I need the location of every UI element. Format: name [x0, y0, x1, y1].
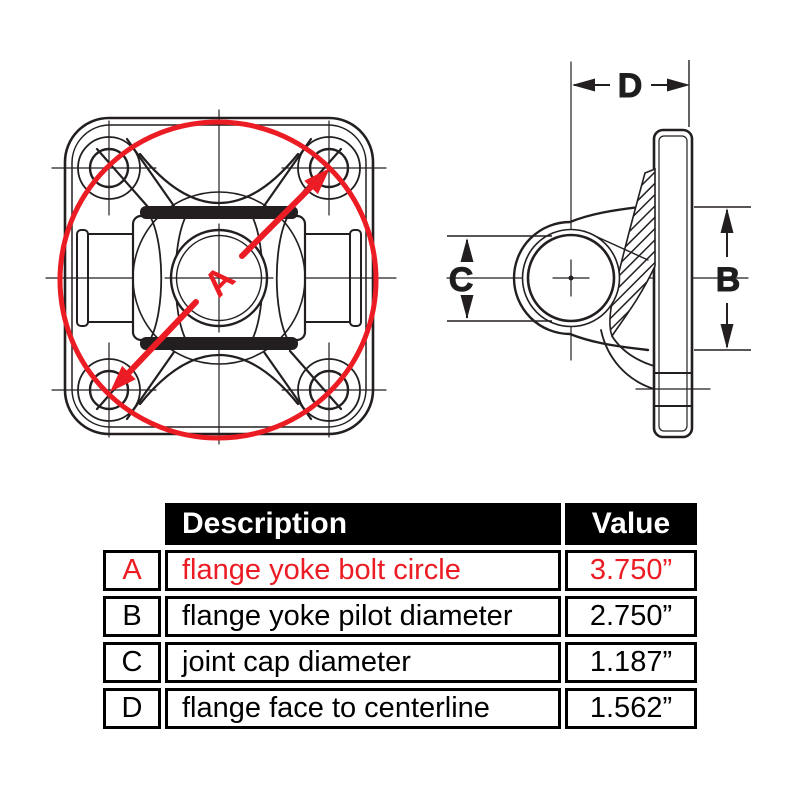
c-arrowhead-up	[460, 238, 474, 262]
row-label: D	[103, 688, 161, 729]
flange-plate-side-inner	[658, 135, 688, 432]
side-view	[446, 61, 749, 439]
table-corner-spacer	[103, 503, 161, 545]
arrowhead-upper-right	[304, 168, 330, 195]
bolt-holes	[88, 147, 350, 411]
bolt-circle-highlight: A	[57, 119, 379, 441]
row-label: A	[103, 550, 161, 591]
c-arrowhead-down	[460, 295, 474, 319]
row-value: 1.187”	[565, 642, 697, 683]
row-value: 2.750”	[565, 596, 697, 637]
technical-drawing: A D	[45, 60, 751, 445]
dim-label-b: B	[716, 261, 741, 299]
row-label: C	[103, 642, 161, 683]
row-label: B	[103, 596, 161, 637]
b-arrowhead-down	[720, 324, 734, 349]
bearing-straps	[140, 206, 298, 350]
cap-center-dot	[568, 275, 574, 281]
arrowhead-lower-left	[110, 365, 136, 392]
row-description: joint cap diameter	[165, 642, 561, 683]
ear-boss-outline	[512, 204, 650, 352]
dimension-b: B	[694, 206, 751, 351]
hub-arc	[132, 191, 306, 365]
row-value: 1.562”	[565, 688, 697, 729]
dim-label-c: C	[449, 261, 474, 299]
dim-label-d: D	[618, 67, 643, 105]
table-header-description: Description	[165, 503, 561, 545]
bolt-circle-diameter-arrow	[115, 173, 325, 387]
row-description: flange face to centerline	[165, 688, 561, 729]
flange-bolt-hole	[653, 372, 693, 407]
table-header-value: Value	[565, 503, 697, 545]
row-description: flange yoke bolt circle	[165, 550, 561, 591]
flange-plate-side	[652, 128, 694, 439]
dimension-table: Description Value A flange yoke bolt cir…	[103, 503, 697, 729]
row-description: flange yoke pilot diameter	[165, 596, 561, 637]
front-view	[45, 109, 397, 445]
dimension-c: C	[447, 235, 552, 322]
d-arrowhead-left	[572, 78, 595, 92]
b-arrowhead-up	[720, 208, 734, 233]
bolt-hole-lobes	[77, 136, 361, 422]
d-arrowhead-right	[667, 78, 690, 92]
top-ear-curve	[138, 152, 300, 204]
bolt-circle	[57, 119, 379, 441]
row-value: 3.750”	[565, 550, 697, 591]
dimension-d: D	[572, 60, 690, 127]
bottom-ear-curve	[138, 354, 300, 406]
